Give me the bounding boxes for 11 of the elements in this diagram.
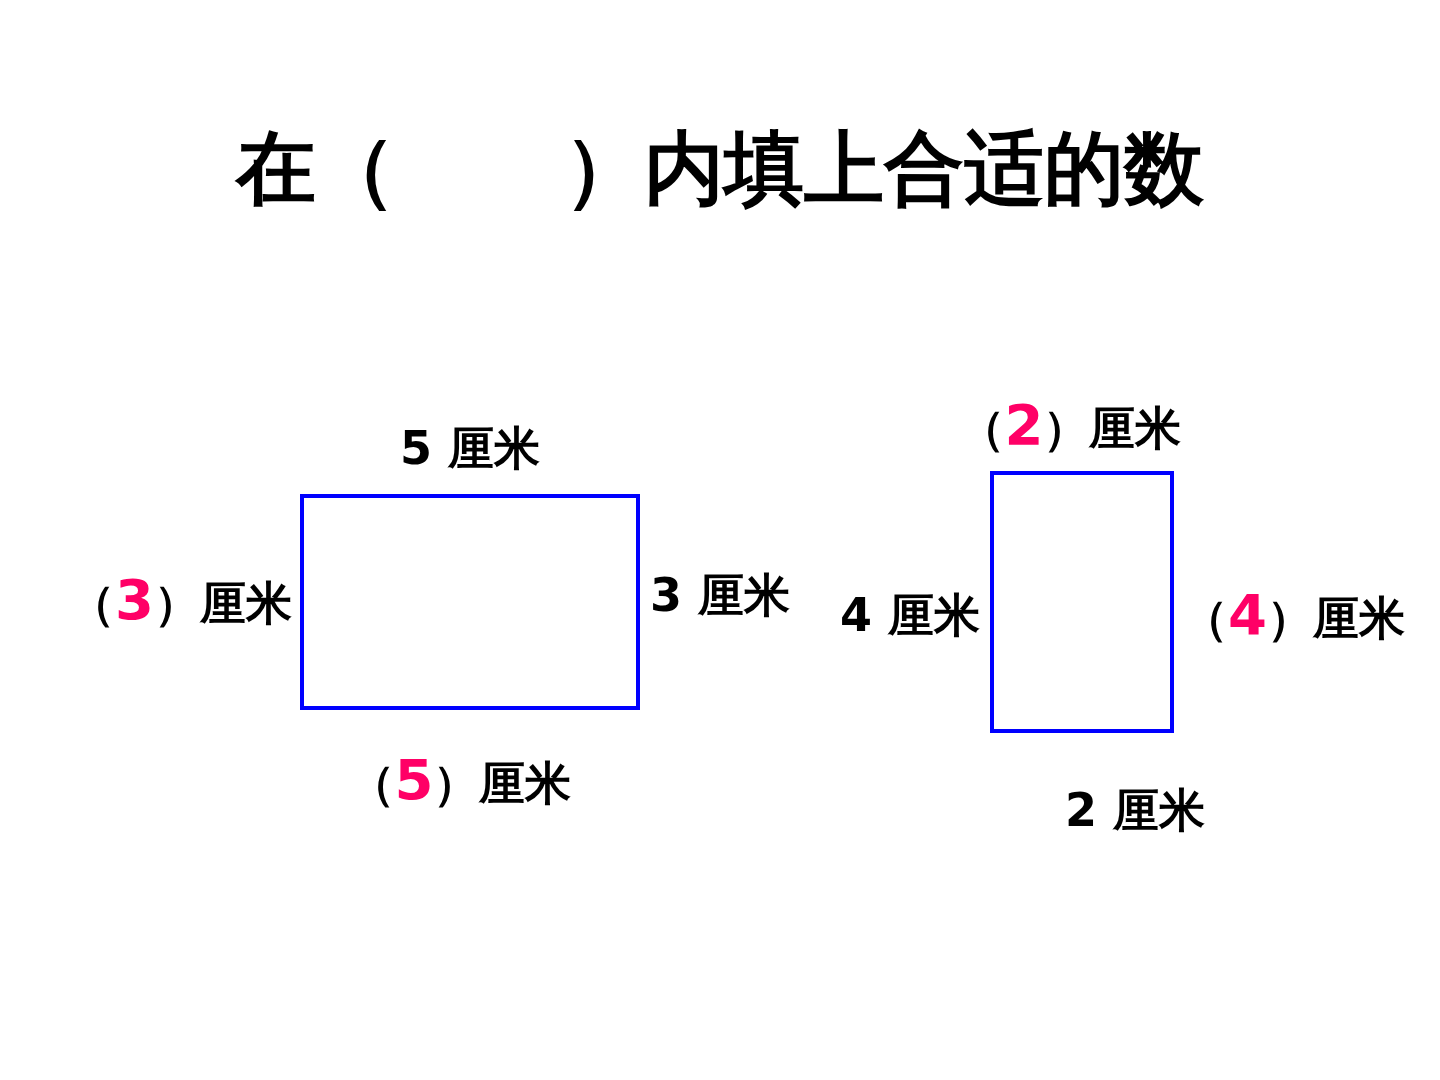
- rectangle: [990, 471, 1174, 733]
- side-length-label: （4）厘米: [1182, 584, 1405, 646]
- side-length-label: 4 厘米: [839, 589, 980, 641]
- title: 在（ ）内填上合适的数: [234, 125, 1205, 213]
- side-length-label: （5）厘米: [348, 749, 572, 811]
- side-length-label: 5 厘米: [400, 422, 540, 474]
- side-length-label: 3 厘米: [650, 569, 791, 621]
- side-length-label: （3）厘米: [69, 569, 292, 631]
- side-length-label: 2 厘米: [1065, 784, 1205, 836]
- rectangle: [300, 494, 640, 710]
- side-length-label: （2）厘米: [958, 394, 1182, 456]
